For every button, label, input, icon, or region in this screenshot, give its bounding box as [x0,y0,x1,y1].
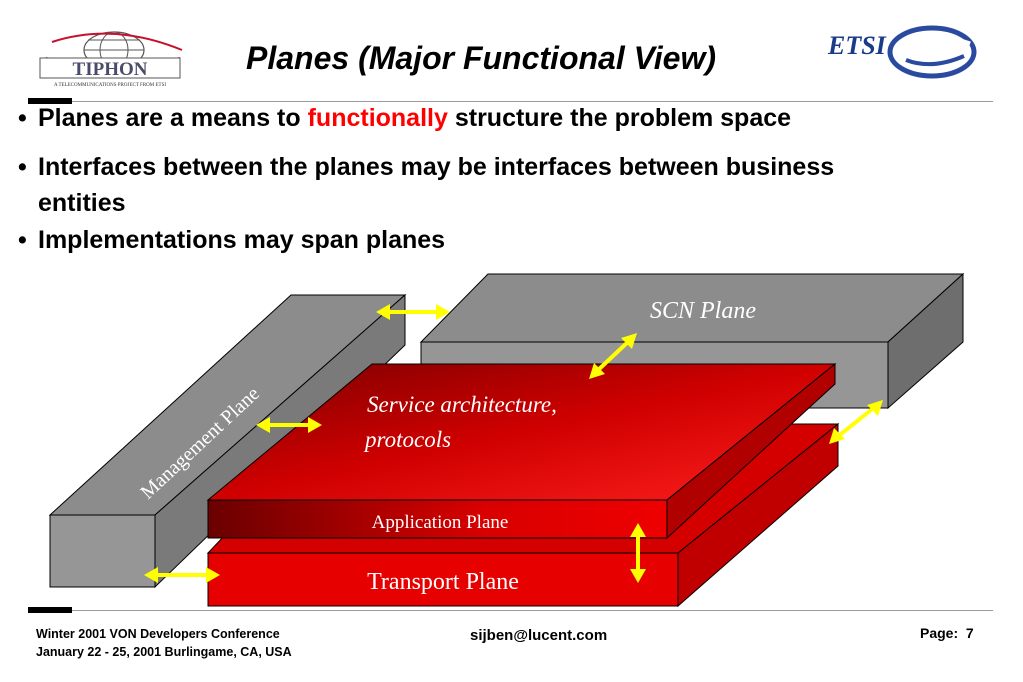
footer-rule-marker [28,607,72,613]
transport-plane-label: Transport Plane [367,569,519,595]
double-arrow-icon [589,333,637,379]
etsi-logo: ETSI [827,25,977,79]
bullet-1-text-a: Planes are a means to [38,104,308,132]
page-number: 7 [965,625,974,641]
bullet-3-text: Implementations may span planes [38,226,446,254]
tiphon-logo: TIPHON A TELECOMMUNICATIONS PROJECT FROM… [39,31,183,88]
footer-conference: Winter 2001 VON Developers Conference [36,627,280,641]
footer-page: Page: 7 [920,625,974,641]
bullet-2-line-1: Interfaces between the planes may be int… [38,153,835,181]
bullet-glyph: • [18,104,27,132]
bullet-2-line-2: entities [38,189,126,217]
footer-dates: January 22 - 25, 2001 Burlingame, CA, US… [36,645,292,659]
tiphon-tagline: A TELECOMMUNICATIONS PROJECT FROM ETSI [54,83,166,88]
bullet-glyph: • [18,153,27,181]
application-plane-label: Application Plane [372,512,509,533]
double-arrow-icon [144,567,220,583]
planes-diagram: SCN Plane Management Plane Transport Pla… [48,272,965,608]
page-label: Page: [920,625,959,641]
double-arrow-icon [256,417,322,433]
footer-email: sijben@lucent.com [470,627,608,644]
footer-rule [28,610,993,611]
service-architecture-text: Service architecture, [367,392,557,417]
bullet-1-text-b: structure the problem space [447,104,792,132]
double-arrow-icon [376,304,450,320]
scn-plane-label: SCN Plane [650,298,756,324]
header-rule [28,101,993,102]
application-plane: Application Plane Service architecture, … [206,362,837,540]
page-title: Planes (Major Functional View) [246,40,716,76]
etsi-swirl-icon [887,25,977,79]
double-arrow-icon [829,400,883,444]
bullet-1-highlight: functionally [307,104,448,132]
double-arrow-icon [630,523,646,583]
protocols-text: protocols [363,427,451,452]
etsi-logo-text: ETSI [827,31,887,60]
header-rule-marker [28,98,72,104]
tiphon-logo-text: TIPHON [73,59,148,80]
bullet-glyph: • [18,226,27,254]
